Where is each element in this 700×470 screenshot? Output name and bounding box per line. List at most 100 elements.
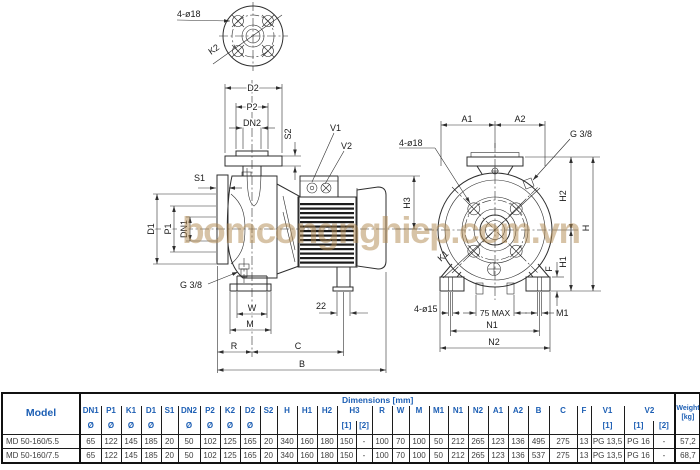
- value-cell: 265: [467, 434, 488, 449]
- dim-label-w: W: [248, 303, 257, 313]
- col-header-a2: A2: [507, 406, 528, 435]
- dim-label-k2: K2: [206, 42, 221, 57]
- value-cell: 100: [371, 434, 392, 449]
- sub-header-diameter: Ø: [120, 421, 141, 435]
- value-cell: 495: [527, 434, 549, 449]
- value-cell: 70: [391, 448, 409, 463]
- pump-technical-drawing: 4-ø18 K2: [145, 2, 601, 373]
- value-cell: 340: [276, 448, 297, 463]
- sub-header-v2-2: [2]: [652, 421, 676, 435]
- col-header-h3: H3: [336, 406, 372, 421]
- col-header-m: M: [408, 406, 429, 435]
- sub-header-h3-1: [1]: [336, 421, 356, 435]
- value-cell: 123: [487, 448, 508, 463]
- value-cell: 136: [507, 448, 528, 463]
- col-header-s1: S1: [160, 406, 178, 435]
- col-header-v1: V1: [590, 406, 624, 421]
- col-header-b: B: [527, 406, 549, 435]
- value-cell: 537: [527, 448, 549, 463]
- col-header-h1: H1: [296, 406, 317, 435]
- value-cell: 165: [239, 448, 260, 463]
- col-header-p2: P2: [199, 406, 220, 421]
- weight-cell: 68,7: [674, 448, 700, 463]
- value-cell: 180: [316, 434, 337, 449]
- value-cell: 20: [160, 448, 178, 463]
- dim-label-n2: N2: [488, 337, 500, 347]
- model-column-header: Model: [1, 393, 81, 435]
- value-cell: -: [652, 434, 676, 449]
- value-cell: 102: [199, 434, 220, 449]
- value-cell: 275: [548, 448, 577, 463]
- value-cell: 185: [140, 434, 161, 449]
- dim-label-p2: P2: [246, 102, 257, 112]
- value-cell: PG 13,5: [590, 434, 624, 449]
- value-cell: 265: [467, 448, 488, 463]
- col-header-n2: N2: [467, 406, 488, 435]
- col-header-d1: D1: [140, 406, 161, 421]
- value-cell: 65: [79, 448, 101, 463]
- value-cell: 102: [199, 448, 220, 463]
- col-header-dn1: DN1: [79, 406, 101, 421]
- value-cell: -: [355, 434, 372, 449]
- value-cell: 100: [408, 434, 429, 449]
- value-cell: PG 16: [623, 434, 653, 449]
- dim-label-p1: P1: [163, 223, 173, 234]
- model-cell: MD 50-160/5.5: [1, 434, 81, 449]
- dim-label-m1: M1: [556, 308, 569, 318]
- watermark: bomcongnghiep.com.vn: [182, 210, 580, 251]
- weight-cell: 57,2: [674, 434, 700, 449]
- dim-label-leg-width: 22: [316, 301, 326, 311]
- dim-label-holes-top: 4-ø18: [177, 9, 201, 19]
- dim-label-s2: S2: [283, 128, 293, 139]
- dimensions-header: Dimensions [mm]: [79, 393, 676, 406]
- col-header-v2: V2: [623, 406, 676, 421]
- dim-label-dn1: DN1: [179, 220, 189, 238]
- dim-label-m: M: [246, 319, 254, 329]
- value-cell: -: [652, 448, 676, 463]
- value-cell: 145: [120, 448, 141, 463]
- dim-label-h2: H2: [558, 190, 568, 202]
- value-cell: 160: [296, 434, 317, 449]
- value-cell: 20: [259, 448, 277, 463]
- value-cell: 100: [408, 448, 429, 463]
- weight-header-unit: [kg]: [681, 414, 695, 421]
- col-header-d2: D2: [239, 406, 260, 421]
- col-header-f: F: [576, 406, 591, 435]
- value-cell: PG 16: [623, 448, 653, 463]
- sub-header-diameter: Ø: [199, 421, 220, 435]
- weight-column-header: Weight [kg]: [674, 393, 700, 435]
- col-header-m1: M1: [428, 406, 448, 435]
- value-cell: 275: [548, 434, 577, 449]
- sub-header-h3-2: [2]: [355, 421, 372, 435]
- value-cell: 160: [296, 448, 317, 463]
- col-header-dn2: DN2: [177, 406, 200, 421]
- dim-label-v1: V1: [330, 123, 341, 133]
- col-header-h2: H2: [316, 406, 337, 435]
- value-cell: 20: [259, 434, 277, 449]
- sub-header-diameter: Ø: [177, 421, 200, 435]
- value-cell: 180: [316, 448, 337, 463]
- col-header-k2: K2: [219, 406, 240, 421]
- dim-label-dn2: DN2: [243, 118, 261, 128]
- col-header-a1: A1: [487, 406, 508, 435]
- table-header: Model Dimensions [mm] Weight [kg] DN1 P1…: [1, 393, 700, 435]
- value-cell: 145: [120, 434, 141, 449]
- dim-label-drain-left: G 3/8: [180, 280, 202, 290]
- value-cell: 70: [391, 434, 409, 449]
- value-cell: 125: [219, 448, 240, 463]
- dim-label-h1: H1: [558, 256, 568, 268]
- motor-fins: [300, 203, 354, 264]
- value-cell: 212: [447, 448, 468, 463]
- value-cell: 150: [336, 448, 356, 463]
- col-header-r: R: [371, 406, 392, 435]
- dim-label-plug-right: G 3/8: [570, 129, 592, 139]
- sub-header-diameter: Ø: [239, 421, 260, 435]
- dimensions-table: Model Dimensions [mm] Weight [kg] DN1 P1…: [1, 392, 700, 464]
- dim-label-h3: H3: [402, 197, 412, 209]
- value-cell: 150: [336, 434, 356, 449]
- model-cell: MD 50-160/7.5: [1, 448, 81, 463]
- value-cell: 165: [239, 434, 260, 449]
